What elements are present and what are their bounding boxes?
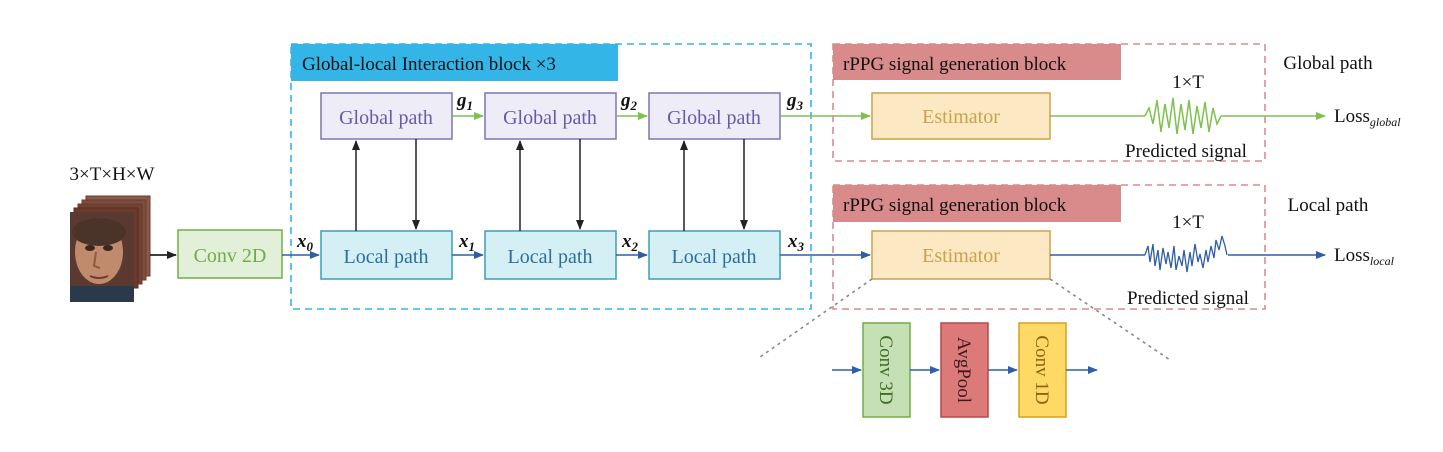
conv1d-layer-box	[1018, 322, 1067, 418]
feature-label-x0: x0	[296, 231, 314, 254]
interaction-arrows	[352, 139, 748, 231]
conv2d-label: Conv 2D	[194, 245, 267, 267]
zoom-guide-right	[1049, 278, 1171, 361]
signal-dim-local: 1×T	[1172, 212, 1204, 233]
conv2d-box	[177, 229, 283, 279]
local-path-box-1: Local path	[320, 230, 453, 280]
feature-label-g2: g2	[620, 90, 638, 113]
predicted-signal-local-waveform	[1144, 235, 1228, 273]
avgpool-layer-label: AvgPool	[953, 337, 974, 403]
predicted-signal-local-label: Predicted signal	[1127, 288, 1249, 309]
estimator-label-local: Estimator	[922, 245, 1000, 267]
zoom-guide-left	[759, 278, 873, 358]
feature-label-x2: x2	[621, 231, 639, 254]
face-frames-stack-image	[70, 195, 151, 302]
loss-local-label: Losslocal	[1334, 245, 1395, 268]
local-path-box-2: Local path	[484, 230, 617, 280]
generation-block-global-title: rPPG signal generation block	[843, 54, 1067, 75]
global-path-box-2: Global path	[484, 92, 617, 140]
estimator-label-global: Estimator	[922, 106, 1000, 128]
feature-label-x3: x3	[787, 231, 805, 254]
loss-global-label: Lossglobal	[1334, 106, 1401, 129]
generation-block-local-header	[833, 185, 1121, 222]
interaction-block-container	[290, 43, 812, 310]
conv1d-layer-label: Conv 1D	[1031, 335, 1052, 404]
global-path-box-1: Global path	[320, 92, 453, 140]
global-path-output-label: Global path	[1283, 53, 1373, 74]
local-path-label: Local path	[672, 246, 757, 268]
feature-label-g3: g3	[786, 90, 804, 113]
global-path-label: Global path	[339, 107, 433, 129]
input-shape-label: 3×T×H×W	[70, 164, 155, 185]
local-path-box-3: Local path	[648, 230, 781, 280]
local-path-label: Local path	[508, 246, 593, 268]
feature-label-x1: x1	[458, 231, 475, 254]
signal-dim-global: 1×T	[1172, 72, 1204, 93]
local-path-output-label: Local path	[1288, 195, 1369, 216]
predicted-signal-global-waveform	[1144, 97, 1222, 135]
generation-block-local-title: rPPG signal generation block	[843, 195, 1067, 216]
conv3d-layer-label: Conv 3D	[875, 335, 896, 404]
interaction-block-title: Global-local Interaction block ×3	[302, 54, 556, 75]
global-path-label: Global path	[503, 107, 597, 129]
generation-block-global-header	[833, 44, 1121, 80]
interaction-block-header	[291, 44, 618, 81]
avgpool-layer-box	[940, 322, 989, 418]
feature-label-g1: g1	[456, 90, 473, 113]
global-path-box-3: Global path	[648, 92, 781, 140]
predicted-signal-global-label: Predicted signal	[1125, 141, 1247, 162]
global-path-label: Global path	[667, 107, 761, 129]
local-path-label: Local path	[344, 246, 429, 268]
